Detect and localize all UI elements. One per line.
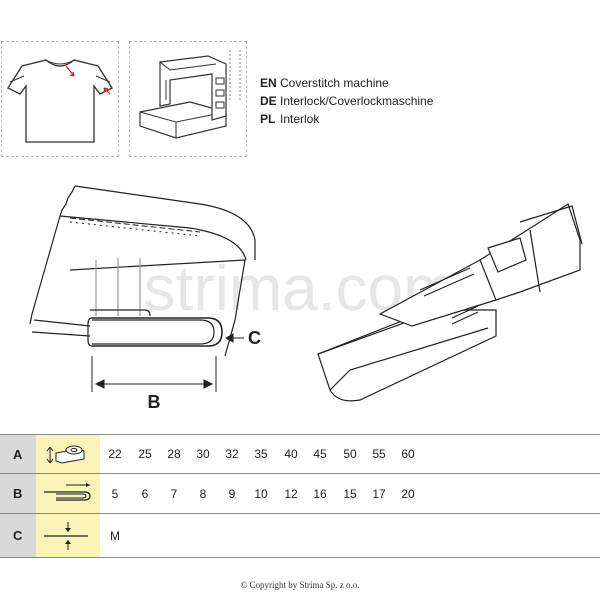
label-c: C <box>248 328 261 348</box>
spec-row-c: C M <box>0 514 600 558</box>
language-text: Interlock/Coverlockmaschine <box>280 94 434 108</box>
spec-row-a: A 22 25 28 30 32 35 40 45 50 55 60 <box>0 434 600 474</box>
cell-value: 55 <box>372 447 386 461</box>
cell-value: 15 <box>343 486 357 501</box>
cell-value: 40 <box>284 447 298 461</box>
cell-value: 35 <box>254 447 268 461</box>
cell-value: 8 <box>199 486 207 501</box>
language-code: EN <box>260 76 277 90</box>
cell-value: 9 <box>228 486 236 501</box>
binder-tool <box>317 203 583 402</box>
cell-value: M <box>110 528 120 543</box>
tshirt-icon <box>7 59 113 143</box>
cell-value: 7 <box>170 486 178 501</box>
cell-value: 28 <box>167 447 181 461</box>
cell-value: 30 <box>196 447 210 461</box>
language-text: Interlok <box>280 112 320 126</box>
cell-value: 25 <box>138 447 152 461</box>
language-row-pl: PL Interlok <box>260 110 433 128</box>
spec-row-b: B 5 6 7 8 9 10 12 16 15 17 20 <box>0 474 600 514</box>
cell-value: 60 <box>401 447 415 461</box>
cell-value: 10 <box>254 486 268 501</box>
spec-table: A 22 25 28 30 32 35 40 45 50 55 60 B <box>0 434 600 558</box>
row-letter: A <box>0 435 36 473</box>
dimension-b <box>91 356 217 392</box>
language-code: DE <box>260 94 277 108</box>
copyright-text: © Copyright by Strima Sp. z o.o. <box>240 580 360 590</box>
cell-value: 22 <box>108 447 122 461</box>
material-thickness-icon <box>36 514 100 557</box>
cell-value: 20 <box>401 486 415 501</box>
row-letter: C <box>0 514 36 557</box>
cell-value: 16 <box>313 486 327 501</box>
cell-value: 5 <box>111 486 119 501</box>
label-b: B <box>148 392 161 412</box>
tshirt-thumbnail <box>1 41 119 157</box>
sewing-machine-icon <box>139 50 241 139</box>
cell-value: 17 <box>372 486 386 501</box>
cell-value: 6 <box>141 486 149 501</box>
cell-value: 50 <box>343 447 357 461</box>
dimension-c-pointer <box>224 333 244 343</box>
tape-width-icon <box>36 435 100 473</box>
row-letter: B <box>0 474 36 513</box>
language-text: Coverstitch machine <box>280 76 389 90</box>
cell-value: 45 <box>313 447 327 461</box>
cell-value: 32 <box>225 447 239 461</box>
language-code: PL <box>260 112 276 126</box>
binder-diagram: strima.com B C <box>29 185 583 412</box>
cell-value: 12 <box>284 486 298 501</box>
sewing-machine-thumbnail <box>129 41 247 157</box>
stitch-line <box>69 217 201 237</box>
fold-width-icon <box>36 474 100 513</box>
